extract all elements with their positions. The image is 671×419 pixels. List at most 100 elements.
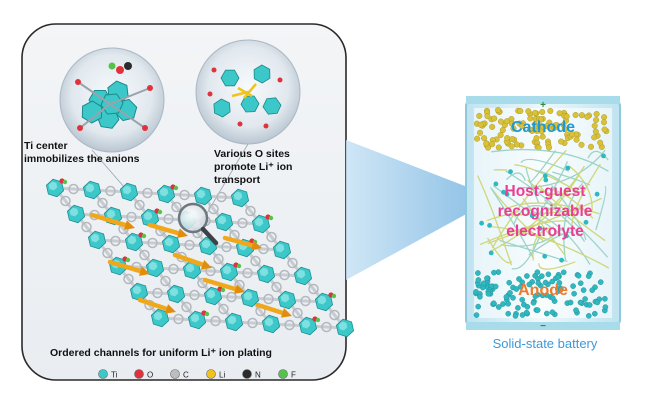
- cathode-particle: [556, 110, 563, 117]
- anode-particle: [589, 287, 596, 294]
- anode-particle: [491, 269, 497, 276]
- linker-ring: [292, 307, 303, 319]
- battery-minus-sign: −: [540, 321, 546, 332]
- electrolyte-label-line1: Host-guest: [505, 183, 586, 200]
- connector-right: [199, 143, 249, 226]
- anode-particle: [505, 300, 512, 307]
- linker-ring: [245, 205, 256, 217]
- cathode-particle: [498, 118, 505, 125]
- o-atom: [207, 91, 213, 97]
- li-ion-particle: [493, 181, 499, 187]
- polymer-fiber: [543, 199, 586, 242]
- anode-particle: [535, 280, 542, 286]
- anode-particle: [602, 304, 609, 310]
- linker-ring: [197, 277, 208, 289]
- anode-particle: [524, 303, 531, 310]
- linker-ring: [142, 187, 153, 199]
- cathode-particle: [547, 107, 554, 114]
- linker-ring: [123, 273, 134, 285]
- cathode-particle: [601, 114, 608, 121]
- polymer-fiber: [489, 186, 534, 259]
- linker-ring: [242, 267, 253, 279]
- anode-particle: [534, 269, 541, 276]
- ti-cluster: [45, 178, 68, 198]
- polymer-fiber: [525, 167, 540, 204]
- anode-particle: [594, 299, 601, 306]
- linker-ring: [308, 283, 319, 295]
- polymer-fiber: [499, 239, 568, 263]
- legend-label: N: [255, 371, 261, 380]
- ti-cluster: [261, 314, 281, 334]
- cathode-particle: [525, 108, 532, 115]
- li-ion-particle: [543, 177, 549, 183]
- cathode-particle: [483, 140, 490, 147]
- battery-plus-sign: +: [540, 100, 546, 111]
- channels-label: Ordered channels for uniform Li⁺ ion pla…: [50, 347, 272, 359]
- legend-swatch: [170, 369, 180, 379]
- anode-particle: [519, 312, 526, 318]
- legend-swatch: [278, 369, 288, 379]
- cathode-particle: [588, 143, 595, 150]
- cathode-particles: [473, 106, 610, 151]
- linker-ring: [213, 253, 224, 265]
- anode-particle: [475, 303, 482, 310]
- ti-octahedron: [213, 98, 231, 118]
- cathode-particle: [560, 121, 567, 128]
- anode-particle: [571, 290, 577, 297]
- o-sites-label-line3: transport: [214, 174, 261, 186]
- li-ion-particle: [488, 250, 494, 256]
- linker-ring: [258, 243, 269, 255]
- polymer-fiber: [505, 172, 526, 182]
- ti-cluster: [124, 232, 147, 252]
- cathode-particle: [531, 121, 538, 128]
- anode-particle: [490, 300, 497, 307]
- li-ion-particle: [504, 191, 510, 197]
- ti-cluster: [277, 290, 297, 310]
- legend-swatch: [134, 369, 144, 379]
- cathode-particle: [546, 144, 553, 151]
- anode-particle: [523, 309, 530, 316]
- polymer-fiber: [528, 231, 575, 256]
- anode-particle: [506, 279, 513, 286]
- li-arrow: [255, 302, 292, 318]
- li-path: [243, 83, 257, 99]
- cathode-particle: [578, 112, 585, 119]
- ti-cluster: [314, 292, 337, 312]
- cathode-particle: [538, 116, 545, 123]
- anode-particle: [545, 271, 552, 278]
- anode-particle: [597, 279, 604, 285]
- li-ion-particle: [542, 253, 548, 259]
- anode-particle: [570, 283, 576, 289]
- linker-ring: [250, 255, 261, 267]
- li-ion-particle: [501, 189, 506, 195]
- cathode-particle: [592, 128, 599, 135]
- anode-particle: [505, 310, 512, 317]
- cathode-particle: [509, 136, 516, 143]
- polymer-fiber: [538, 184, 606, 242]
- cathode-particle: [508, 120, 515, 127]
- anode-particle: [556, 280, 563, 286]
- anode-particle: [544, 310, 550, 317]
- anode-particle: [475, 277, 482, 283]
- polymer-fiber: [491, 149, 567, 249]
- li-arrow: [172, 252, 212, 270]
- ti-cluster: [119, 182, 139, 202]
- polymer-fiber: [535, 170, 561, 182]
- ti-octahedron: [262, 97, 282, 115]
- ti-cluster: [293, 266, 313, 286]
- linker-ring: [152, 287, 163, 299]
- ti-cluster: [156, 184, 179, 204]
- anode-particle: [530, 299, 537, 306]
- linker-ring: [184, 239, 195, 251]
- linker-ring: [321, 321, 332, 333]
- linker-ring: [179, 189, 190, 201]
- f-atom: [108, 62, 116, 70]
- linker-ring: [279, 269, 290, 281]
- li-arrow: [137, 297, 176, 314]
- anode-particle: [532, 293, 539, 300]
- polymer-fiber: [491, 148, 609, 172]
- anode-particle: [524, 273, 530, 279]
- cathode-particle: [484, 113, 491, 120]
